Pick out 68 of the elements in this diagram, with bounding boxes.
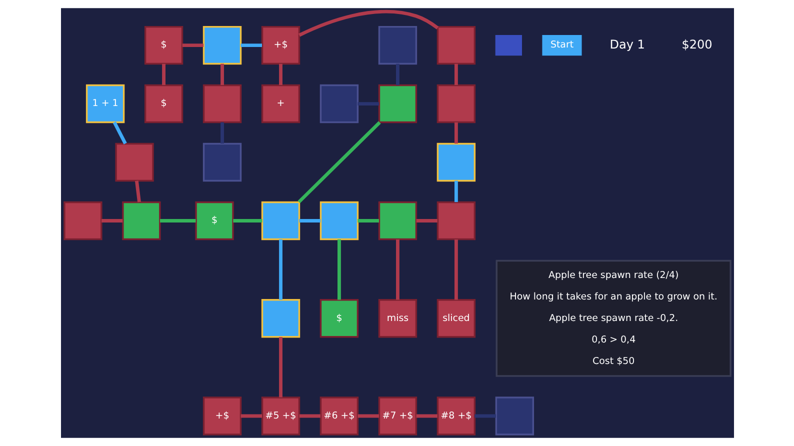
node-box (494, 34, 522, 56)
node-box: $ (144, 26, 183, 65)
connector (278, 239, 282, 300)
node-box: #8 +$ (436, 396, 476, 436)
node-box (63, 201, 102, 240)
connector (100, 219, 122, 222)
node-box (114, 142, 154, 182)
node-box (378, 84, 417, 124)
node-box: +$ (260, 26, 300, 65)
node-box: $ (144, 84, 183, 124)
connector (396, 64, 399, 86)
node-box (202, 142, 242, 182)
connector (162, 64, 165, 86)
connector (454, 122, 458, 144)
node-box: Start (542, 34, 582, 56)
node-box: + (260, 84, 300, 124)
connector (474, 414, 496, 418)
node-box (378, 26, 417, 65)
node-box: sliced (436, 299, 476, 338)
node-box: +$ (202, 396, 242, 436)
node-box: 1 + 1 (85, 84, 124, 124)
node-box: $ (319, 299, 358, 338)
node-box (260, 201, 300, 240)
connector (134, 180, 140, 202)
connector (232, 219, 262, 222)
connector (298, 10, 438, 37)
node-box (378, 201, 417, 240)
node-box: $ (194, 201, 234, 240)
node-box (319, 84, 358, 124)
connector (416, 219, 437, 222)
label: Day 1 (609, 37, 644, 52)
node-box: Apple tree spawn rate (2/4) How long it takes for an apple to grow on it. Apple tree spawn rate -0,2. 0,6 > 0,4 Cost $50 (495, 260, 731, 377)
connector (298, 414, 320, 418)
node-box (202, 84, 242, 124)
node-box (436, 142, 476, 182)
connector (112, 122, 126, 144)
connector (337, 239, 340, 300)
connector (396, 239, 399, 300)
node-box: miss (378, 299, 417, 338)
connector (220, 122, 224, 144)
node-box (319, 201, 358, 240)
connector (454, 64, 458, 86)
node-box (260, 299, 300, 338)
connector (159, 219, 196, 222)
connector (182, 44, 204, 48)
node-box: #7 +$ (378, 396, 417, 436)
node-box (436, 26, 476, 65)
label: $200 (681, 37, 712, 52)
connector (454, 180, 458, 202)
node-box (436, 84, 476, 124)
connector (278, 64, 282, 86)
connector (298, 219, 320, 222)
connector (357, 102, 378, 106)
node-box (202, 26, 242, 65)
node-box: #6 +$ (319, 396, 358, 436)
connector (278, 337, 282, 398)
connector (454, 239, 458, 300)
connector (297, 121, 380, 204)
connector (357, 414, 378, 418)
connector (357, 219, 378, 222)
connector (240, 44, 262, 48)
connector (220, 64, 224, 86)
node-box (494, 396, 534, 436)
node-box: #5 +$ (260, 396, 300, 436)
connector (416, 414, 437, 418)
node-box (436, 201, 476, 240)
connector (240, 414, 262, 418)
node-box (122, 201, 160, 240)
